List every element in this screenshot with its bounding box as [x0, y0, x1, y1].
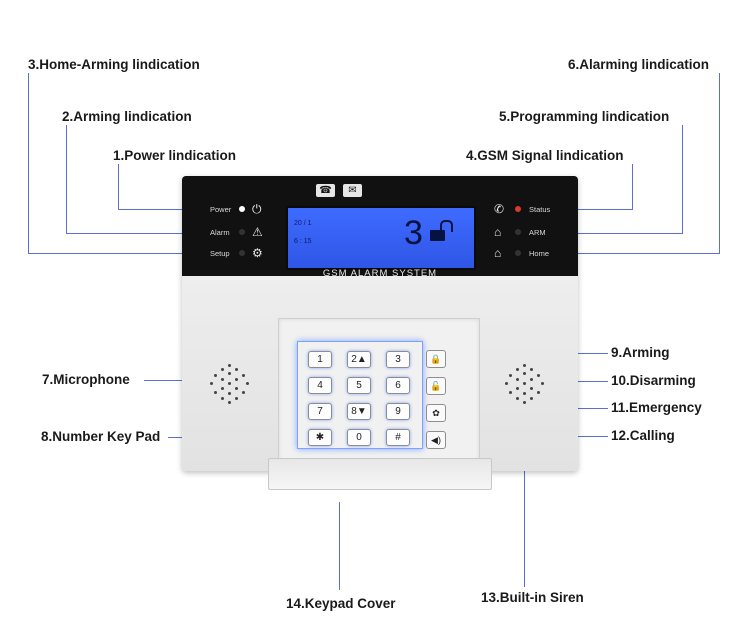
- keypad-glow-frame: [297, 341, 423, 449]
- key-9[interactable]: 9: [386, 403, 410, 420]
- lcd-zone-digit: 3: [404, 214, 423, 252]
- callout-home-arming-indication: 3.Home-Arming lindication: [28, 57, 200, 72]
- indicator-label-power: Power: [210, 205, 232, 214]
- lcd-lock-icon: [430, 230, 445, 241]
- callout-number-key-pad: 8.Number Key Pad: [41, 429, 161, 444]
- callout-microphone: 7.Microphone: [42, 372, 130, 387]
- leader-line-microphone: [144, 380, 208, 381]
- lcd-display: 20 / 1 6 : 15 3: [286, 206, 476, 270]
- power-icon: ⏻: [252, 202, 262, 216]
- key-hash[interactable]: #: [386, 429, 410, 446]
- alarm-siren-icon: ⚠: [252, 225, 263, 239]
- alarm-led: [239, 229, 245, 235]
- microphone-grille: [208, 362, 252, 406]
- alarm-panel-device: ☎ ✉ Power ⏻ Alarm ⚠ Setup ⚙ 20 / 1 6 : 1…: [182, 176, 578, 471]
- gear-icon: ⚙: [252, 246, 263, 260]
- leader-line-gsm-h: [548, 209, 633, 210]
- leader-line-programming-v: [682, 125, 683, 234]
- callout-alarming-indication: 6.Alarming lindication: [568, 57, 710, 72]
- indicator-label-status: Status: [529, 205, 551, 214]
- callout-emergency: 11.Emergency: [611, 400, 702, 415]
- callout-programming-indication: 5.Programming lindication: [499, 109, 670, 124]
- key-2[interactable]: 2▲: [347, 351, 371, 368]
- calling-key-speaker-icon[interactable]: ◀): [426, 431, 446, 449]
- callout-arming-indication: 2.Arming lindication: [62, 109, 192, 124]
- key-star[interactable]: ✱: [308, 429, 332, 446]
- key-7[interactable]: 7: [308, 403, 332, 420]
- keypad-cover[interactable]: [268, 458, 492, 490]
- callout-keypad-cover: 14.Keypad Cover: [286, 596, 396, 611]
- callout-arming: 9.Arming: [611, 345, 670, 360]
- gsm-signal-icon: ✆: [494, 202, 505, 216]
- key-1[interactable]: 1: [308, 351, 332, 368]
- leader-line-siren: [524, 395, 525, 587]
- key-8[interactable]: 8▼: [347, 403, 371, 420]
- callout-power-indication: 1.Power lindication: [113, 148, 237, 163]
- leader-line-home-arming-h: [28, 253, 206, 254]
- key-4[interactable]: 4: [308, 377, 332, 394]
- phone-icon[interactable]: ☎: [316, 184, 335, 197]
- callout-disarming: 10.Disarming: [611, 373, 696, 388]
- callout-built-in-siren: 13.Built-in Siren: [481, 590, 584, 605]
- leader-line-power-h: [118, 209, 206, 210]
- callout-calling: 12.Calling: [611, 428, 675, 443]
- leader-line-alarming-h: [548, 253, 720, 254]
- emergency-key-icon[interactable]: ✿: [426, 404, 446, 422]
- leader-line-gsm-v: [632, 164, 633, 210]
- leader-line-power-v: [118, 164, 119, 210]
- arming-key-lock-icon[interactable]: 🔒: [426, 350, 446, 368]
- key-5[interactable]: 5: [347, 377, 371, 394]
- key-3[interactable]: 3: [386, 351, 410, 368]
- key-6[interactable]: 6: [386, 377, 410, 394]
- message-icon[interactable]: ✉: [343, 184, 362, 197]
- callout-gsm-signal-indication: 4.GSM Signal lindication: [466, 148, 624, 163]
- lcd-time: 6 : 15: [294, 238, 312, 245]
- power-led: [239, 206, 245, 212]
- lcd-caption: GSM ALARM SYSTEM: [322, 268, 438, 279]
- indicator-label-alarm: Alarm: [210, 228, 230, 237]
- home-house-icon: ⌂: [494, 246, 502, 260]
- leader-line-alarming-v: [719, 73, 720, 254]
- setup-led: [239, 250, 245, 256]
- indicator-label-arm: ARM: [529, 228, 546, 237]
- leader-line-arming-h: [66, 233, 206, 234]
- home-led: [515, 250, 521, 256]
- leader-line-arming-v: [66, 125, 67, 234]
- indicator-label-setup: Setup: [210, 249, 230, 258]
- leader-line-home-arming-v: [28, 73, 29, 254]
- lcd-lock-shackle: [440, 220, 453, 232]
- leader-line-programming-h: [548, 233, 683, 234]
- status-led: [515, 206, 521, 212]
- indicator-label-home: Home: [529, 249, 550, 258]
- arm-led: [515, 229, 521, 235]
- built-in-siren-grille: [503, 362, 547, 406]
- disarming-key-unlock-icon[interactable]: 🔓: [426, 377, 446, 395]
- arm-house-icon: ⌂: [494, 225, 502, 239]
- leader-line-cover: [339, 502, 340, 590]
- control-panel-top: ☎ ✉ Power ⏻ Alarm ⚠ Setup ⚙ 20 / 1 6 : 1…: [182, 176, 578, 276]
- keypad-panel: 1 2▲ 3 4 5 6 7 8▼ 9 ✱ 0 # 🔒 🔓 ✿ ◀): [278, 318, 480, 465]
- lcd-date: 20 / 1: [294, 220, 312, 227]
- key-0[interactable]: 0: [347, 429, 371, 446]
